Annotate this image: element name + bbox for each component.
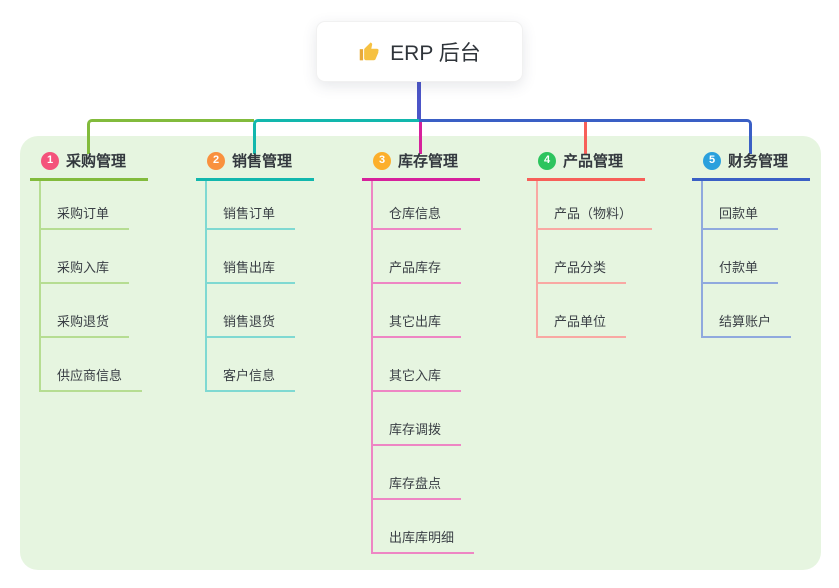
branch-items: 产品（物料） 产品分类 产品单位 <box>536 181 653 338</box>
branch-finance: 5 财务管理 回款单 付款单 结算账户 <box>692 150 810 338</box>
thumbs-up-icon <box>360 41 379 60</box>
mindmap-item[interactable]: 产品库存 <box>373 230 474 284</box>
branch-items: 销售订单 销售出库 销售退货 客户信息 <box>205 181 296 392</box>
branch-items: 回款单 付款单 结算账户 <box>701 181 792 338</box>
mindmap-item[interactable]: 回款单 <box>703 181 791 230</box>
mindmap-item[interactable]: 产品单位 <box>538 284 652 338</box>
mindmap-item[interactable]: 销售订单 <box>207 181 296 230</box>
branch-label: 销售管理 <box>232 153 293 170</box>
mindmap-item[interactable]: 采购订单 <box>41 181 142 230</box>
mindmap-item[interactable]: 出库库明细 <box>373 500 475 554</box>
branches-panel <box>20 136 821 570</box>
mindmap-item[interactable]: 付款单 <box>703 230 791 284</box>
mindmap-item[interactable]: 其它出库 <box>373 284 474 338</box>
branch-items: 采购订单 采购入库 采购退货 供应商信息 <box>39 181 143 392</box>
mindmap-item[interactable]: 仓库信息 <box>373 181 474 230</box>
root-node[interactable]: ERP 后台 <box>316 21 523 82</box>
branch-number-badge: 3 <box>373 151 391 170</box>
connector-branch-5 <box>419 119 752 154</box>
connector-branch-2 <box>253 119 420 154</box>
mindmap-item[interactable]: 库存盘点 <box>373 446 474 500</box>
branch-number-badge: 1 <box>41 151 59 170</box>
mindmap-item[interactable]: 销售出库 <box>207 230 296 284</box>
connector-branch-1 <box>87 119 254 154</box>
branch-items: 仓库信息 产品库存 其它出库 其它入库 库存调拨 库存盘点 出库库明细 <box>371 181 475 554</box>
root-title: ERP 后台 <box>390 41 481 65</box>
branch-label: 产品管理 <box>563 153 624 170</box>
mindmap-item[interactable]: 客户信息 <box>207 338 296 392</box>
branch-inventory: 3 库存管理 仓库信息 产品库存 其它出库 其它入库 库存调拨 库存盘点 出库库… <box>362 150 480 554</box>
branch-number-badge: 4 <box>538 151 556 170</box>
branch-purchase: 1 采购管理 采购订单 采购入库 采购退货 供应商信息 <box>30 150 148 392</box>
branch-node-finance[interactable]: 5 财务管理 <box>692 150 810 181</box>
mindmap-item[interactable]: 其它入库 <box>373 338 474 392</box>
branch-number-badge: 2 <box>207 151 225 170</box>
branch-node-purchase[interactable]: 1 采购管理 <box>30 150 148 181</box>
mindmap-item[interactable]: 销售退货 <box>207 284 296 338</box>
branch-product: 4 产品管理 产品（物料） 产品分类 产品单位 <box>527 150 653 338</box>
mindmap-item[interactable]: 采购入库 <box>41 230 142 284</box>
branch-node-inventory[interactable]: 3 库存管理 <box>362 150 480 181</box>
mindmap-item[interactable]: 产品（物料） <box>538 181 653 230</box>
mindmap-item[interactable]: 采购退货 <box>41 284 142 338</box>
branch-node-sales[interactable]: 2 销售管理 <box>196 150 314 181</box>
mindmap-item[interactable]: 供应商信息 <box>41 338 143 392</box>
connector-branch-3 <box>419 122 422 154</box>
branch-label: 财务管理 <box>728 153 789 170</box>
mindmap-item[interactable]: 产品分类 <box>538 230 652 284</box>
branch-label: 采购管理 <box>66 153 127 170</box>
mindmap-item[interactable]: 库存调拨 <box>373 392 474 446</box>
mindmap-item[interactable]: 结算账户 <box>703 284 792 338</box>
root-connector-line <box>417 82 421 120</box>
branch-number-badge: 5 <box>703 151 721 170</box>
branch-sales: 2 销售管理 销售订单 销售出库 销售退货 客户信息 <box>196 150 314 392</box>
branch-node-product[interactable]: 4 产品管理 <box>527 150 645 181</box>
connector-branch-4 <box>584 122 587 154</box>
branch-label: 库存管理 <box>398 153 459 170</box>
